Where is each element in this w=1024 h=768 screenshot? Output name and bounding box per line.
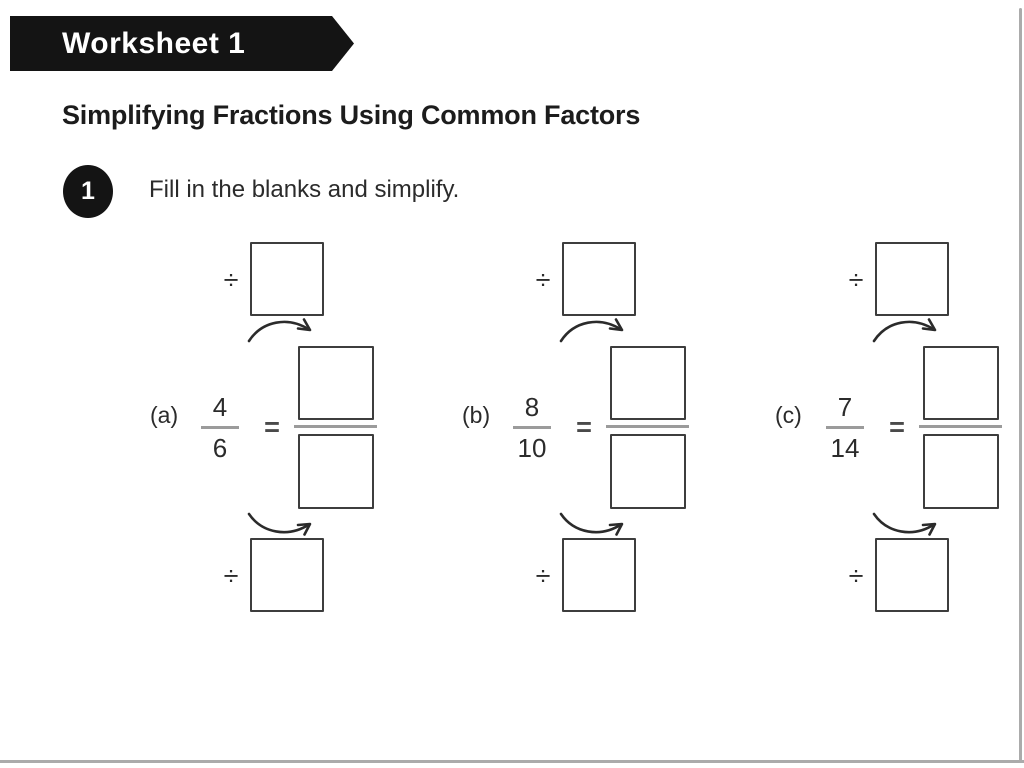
problem-label: (b) — [462, 402, 491, 428]
curved-arrow-up-icon — [559, 512, 624, 536]
given-numerator: 7 — [837, 392, 853, 422]
given-numerator: 4 — [212, 392, 228, 422]
divide-sign-top: ÷ — [535, 265, 551, 295]
given-denominator: 14 — [830, 433, 860, 463]
worksheet-banner-label: Worksheet 1 — [62, 27, 246, 60]
curved-arrow-down-icon — [872, 318, 937, 343]
divide-sign-bottom: ÷ — [848, 561, 864, 591]
question-number-badge: 1 — [63, 165, 113, 218]
page-title: Simplifying Fractions Using Common Facto… — [62, 100, 641, 130]
curved-arrow-up-icon — [247, 512, 312, 536]
given-denominator: 6 — [212, 433, 228, 463]
numerator-answer-box[interactable] — [610, 346, 686, 420]
divide-sign-top: ÷ — [223, 265, 239, 295]
given-fraction-bar — [513, 426, 551, 429]
denominator-answer-box[interactable] — [298, 434, 374, 509]
numerator-answer-box[interactable] — [923, 346, 999, 420]
given-numerator: 8 — [524, 392, 540, 422]
equals-sign: = — [264, 412, 280, 442]
divisor-bottom-answer-box[interactable] — [250, 538, 324, 612]
problem-c: (c) 7 14 = ÷ ÷ — [767, 230, 1017, 630]
divisor-top-answer-box[interactable] — [562, 242, 636, 316]
numerator-answer-box[interactable] — [298, 346, 374, 420]
equals-sign: = — [576, 412, 592, 442]
problem-label: (a) — [150, 402, 179, 428]
divide-sign-top: ÷ — [848, 265, 864, 295]
denominator-answer-box[interactable] — [610, 434, 686, 509]
given-fraction: 4 6 — [190, 390, 250, 465]
divisor-top-answer-box[interactable] — [250, 242, 324, 316]
answer-fraction-bar — [919, 425, 1002, 428]
denominator-answer-box[interactable] — [923, 434, 999, 509]
answer-fraction-bar — [294, 425, 377, 428]
page-edge-right — [1019, 8, 1022, 761]
worksheet-banner: Worksheet 1 — [10, 16, 354, 71]
given-fraction-bar — [201, 426, 239, 429]
divide-sign-bottom: ÷ — [535, 561, 551, 591]
equals-sign: = — [889, 412, 905, 442]
curved-arrow-down-icon — [559, 318, 624, 343]
given-fraction: 7 14 — [815, 390, 875, 465]
problem-label: (c) — [775, 402, 802, 428]
given-fraction-bar — [826, 426, 864, 429]
curved-arrow-up-icon — [872, 512, 937, 536]
given-fraction: 8 10 — [502, 390, 562, 465]
divisor-bottom-answer-box[interactable] — [562, 538, 636, 612]
divide-sign-bottom: ÷ — [223, 561, 239, 591]
divisor-top-answer-box[interactable] — [875, 242, 949, 316]
problem-a: (a) 4 6 = ÷ ÷ — [142, 230, 392, 630]
answer-fraction-bar — [606, 425, 689, 428]
page-edge-bottom — [0, 760, 1024, 763]
problem-b: (b) 8 10 = ÷ ÷ — [454, 230, 704, 630]
curved-arrow-down-icon — [247, 318, 312, 343]
given-denominator: 10 — [517, 433, 547, 463]
divisor-bottom-answer-box[interactable] — [875, 538, 949, 612]
question-instruction: Fill in the blanks and simplify. — [149, 176, 460, 203]
